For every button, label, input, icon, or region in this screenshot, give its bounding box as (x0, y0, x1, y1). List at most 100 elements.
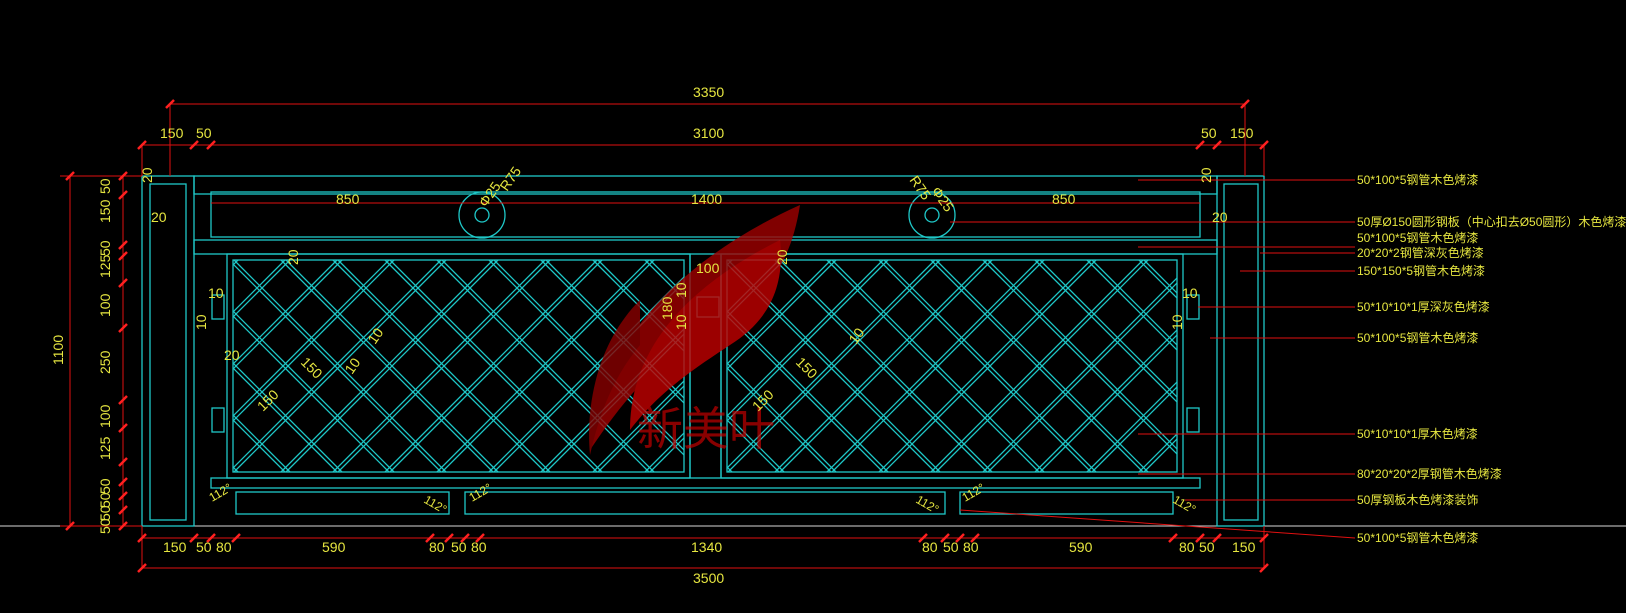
disc-right (908, 191, 956, 239)
material-note: 50厚Ø150圆形钢板（中心扣去Ø50圆形）木色烤漆 (1357, 214, 1626, 229)
dim-bottom: 1340 (691, 539, 722, 555)
dim-tick (118, 240, 128, 250)
dim-left-stack: 50 (97, 505, 113, 521)
dim-150: 150 (298, 354, 326, 382)
material-note: 50*100*5钢管木色烤漆 (1357, 172, 1478, 187)
dim-tick (189, 533, 199, 543)
lattice-bar (597, 260, 684, 347)
lattice-bar (1091, 386, 1177, 472)
dim-left-stack: 50 (97, 518, 113, 534)
lattice-bar (233, 260, 390, 417)
dim-tick (1212, 533, 1222, 543)
dim-20: 20 (774, 249, 790, 265)
dim-tick (231, 533, 241, 543)
lattice-bar (233, 414, 291, 472)
lattice-bar (754, 260, 966, 472)
dim-112-angle: 112° (960, 480, 988, 504)
lattice-bar (727, 260, 832, 365)
dim-left-stack: 150 (97, 199, 113, 223)
dim-tick (118, 171, 128, 181)
lattice-bar (853, 260, 1065, 472)
lattice-bar (233, 260, 286, 313)
dim-left-height: 1100 (50, 335, 66, 365)
material-note: 50*100*5钢管木色烤漆 (1357, 330, 1478, 345)
dim-bottom-overall: 3500 (693, 570, 724, 586)
lattice-bar (858, 260, 1070, 472)
lattice-bar (1138, 433, 1177, 472)
dim-tick (1259, 140, 1269, 150)
dim-tick (189, 140, 199, 150)
dim-left-stack: 100 (97, 293, 113, 317)
dim-bottom: 80 (1179, 539, 1195, 555)
dim-bottom: 590 (322, 539, 346, 555)
dim-tick (918, 533, 928, 543)
lattice-bar (389, 260, 603, 472)
lattice-bar (233, 471, 234, 472)
dim-left-stack: 50 (97, 492, 113, 508)
lattice-bar (233, 260, 395, 422)
dim-top-150-right: 150 (1230, 125, 1254, 141)
dim-20: 20 (224, 347, 240, 363)
dim-bottom: 150 (1232, 539, 1256, 555)
dim-bottom: 50 (451, 539, 467, 555)
dim-tick (118, 190, 128, 200)
lattice-bar (285, 260, 499, 472)
lattice-bar (883, 260, 1097, 472)
dim-20: 20 (151, 209, 167, 225)
dim-112-angle: 112° (914, 492, 942, 516)
material-note: 50*10*10*1厚深灰色烤漆 (1357, 299, 1490, 314)
material-note: 150*150*5钢管木色烤漆 (1357, 263, 1485, 278)
dim-10: 10 (364, 325, 386, 347)
dim-left-stack: 250 (97, 350, 113, 374)
material-note: 50厚钢板木色烤漆装饰 (1357, 492, 1478, 507)
lattice-bar (806, 260, 1018, 472)
lattice-bar (597, 385, 684, 472)
dim-10: 10 (208, 285, 224, 301)
dim-top-overall: 3350 (693, 84, 724, 100)
lattice-bar (1034, 329, 1177, 472)
dim-tick (118, 251, 128, 261)
dim-tick (118, 477, 128, 487)
lattice-bar (801, 260, 1013, 472)
dim-tick (206, 140, 216, 150)
lattice-bar (592, 380, 684, 472)
dim-left-stack: 50 (97, 178, 113, 194)
dim-left-stack: 125 (97, 436, 113, 460)
dim-bottom: 590 (1069, 539, 1093, 555)
dim-tick (940, 533, 950, 543)
dim-tick (955, 533, 965, 543)
lattice-bar (935, 260, 1149, 472)
material-note: 50*100*5钢管木色烤漆 (1357, 530, 1478, 545)
dim-tick (65, 521, 75, 531)
dim-10: 10 (673, 314, 689, 330)
lattice-bar (853, 260, 1065, 472)
watermark-logo: 新美叶 (589, 205, 800, 456)
dim-tick (1195, 140, 1205, 150)
dim-tick (1259, 533, 1269, 543)
dim-bottom: 80 (429, 539, 445, 555)
lattice-bar (384, 260, 598, 472)
dimension-lines (60, 103, 1356, 569)
dim-bottom: 80 (963, 539, 979, 555)
dim-tick (65, 171, 75, 181)
dim-20: 20 (1198, 167, 1214, 183)
lattice-bar (280, 260, 494, 472)
dim-10: 10 (1169, 314, 1185, 330)
dim-tick (1168, 533, 1178, 543)
disc-left (458, 191, 506, 239)
dim-bottom: 50 (1199, 539, 1215, 555)
material-note: 50*10*10*1厚木色烤漆 (1357, 426, 1478, 441)
watermark-text: 新美叶 (637, 402, 775, 456)
upper-band (210, 191, 1201, 238)
dim-20: 20 (1212, 209, 1228, 225)
dim-tick (137, 563, 147, 573)
dim-left-stack: 50 (97, 478, 113, 494)
dim-tick (118, 505, 128, 515)
lattice-bar (727, 260, 889, 422)
lattice-bar (727, 260, 936, 469)
dim-left-stack: 50 (97, 240, 113, 256)
lattice-bar (233, 260, 343, 370)
top-rail (193, 175, 1218, 195)
material-note: 20*20*2钢管深灰色烤漆 (1357, 245, 1484, 260)
